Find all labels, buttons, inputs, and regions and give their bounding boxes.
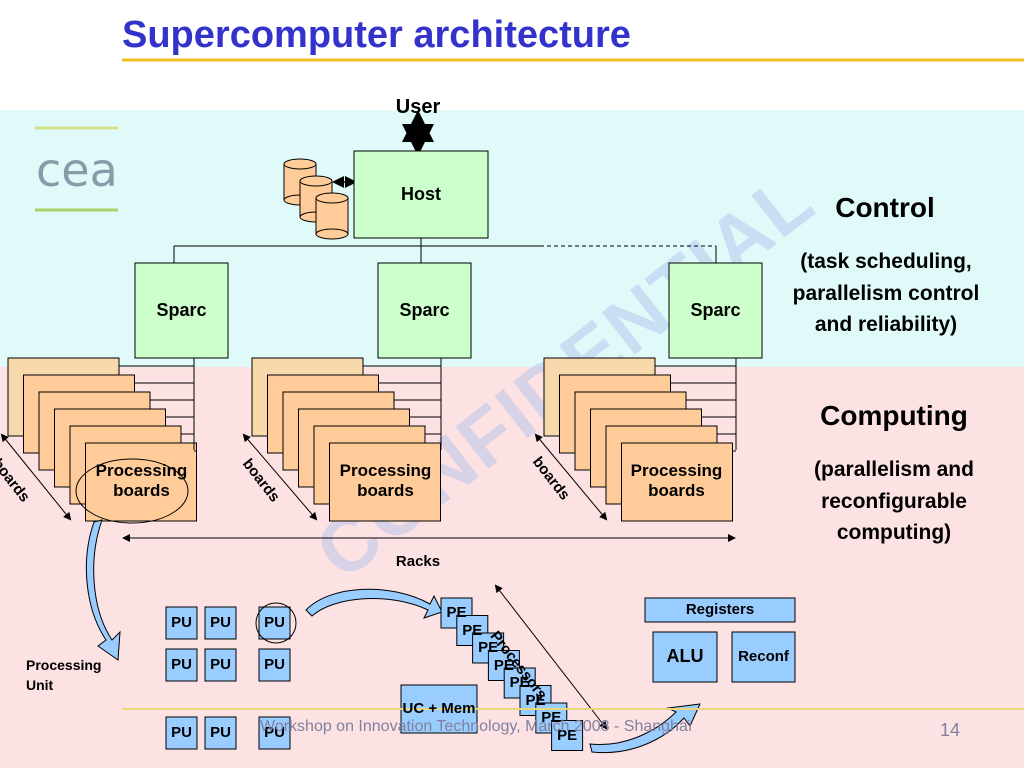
computing-description: (parallelism and reconfigurable computin…: [814, 458, 974, 544]
pu-box: [165, 716, 198, 750]
processing-boards-label-2[interactable]: Processing boards: [339, 460, 432, 500]
pu-box: [258, 716, 291, 750]
pe-label[interactable]: PE: [462, 621, 483, 639]
boards-arrow-1: [0, 433, 72, 521]
pu-label[interactable]: PU: [264, 724, 285, 741]
page-number: 14: [940, 720, 961, 740]
pu-box: [204, 716, 237, 750]
boards-arrow-3: [534, 433, 608, 521]
zoom-arrow-pe-to-alu: [589, 703, 701, 754]
pu-box: [258, 606, 291, 640]
pu-label[interactable]: PU: [264, 656, 285, 673]
registers-label[interactable]: Registers: [685, 601, 755, 618]
host-box: [353, 150, 489, 239]
sparc-label-3[interactable]: Sparc: [690, 299, 741, 320]
user-label: User: [395, 96, 441, 118]
footer-text: Workshop on Innovation Technology, March…: [260, 718, 693, 735]
processing-board-highlight: [75, 458, 189, 524]
racks-label: Racks: [395, 553, 441, 570]
pe-label[interactable]: PE: [493, 656, 514, 674]
pu-highlight: [255, 602, 297, 644]
cea-logo: cea: [35, 126, 118, 212]
pu-label[interactable]: PU: [171, 724, 192, 741]
board: [85, 442, 197, 522]
pe-label[interactable]: PE: [446, 604, 467, 621]
pu-label[interactable]: PU: [171, 656, 192, 673]
reconf-label[interactable]: Reconf: [738, 648, 789, 665]
pe-label[interactable]: PE: [541, 709, 562, 726]
pe-label[interactable]: PE: [525, 691, 546, 709]
board: [329, 442, 441, 522]
control-title: Control: [835, 192, 935, 223]
pu-label[interactable]: PU: [210, 614, 231, 631]
control-description: (task scheduling, parallelism control an…: [792, 250, 980, 336]
computing-title: Computing: [820, 400, 968, 431]
database-icon: [283, 158, 349, 240]
sparc-box-3: [668, 262, 763, 359]
pe-label[interactable]: PE: [509, 674, 530, 691]
uc-mem-label[interactable]: UC + Mem: [402, 700, 476, 717]
pu-box: [165, 606, 198, 640]
zoom-arrow-board-to-pu: [85, 519, 121, 661]
host-label[interactable]: Host: [401, 183, 441, 204]
pe-label[interactable]: PE: [557, 726, 578, 744]
alu-label[interactable]: ALU: [666, 646, 704, 667]
pu-box: [258, 648, 291, 682]
alu-box: [652, 631, 718, 683]
processing-unit-label: Processing Unit: [26, 657, 102, 693]
sparc-box-1: [134, 262, 229, 359]
sparc-label-1[interactable]: Sparc: [156, 299, 207, 320]
pe-label[interactable]: PE: [478, 639, 499, 656]
board-stack-1: [7, 357, 197, 522]
registers-box: [644, 597, 796, 623]
pu-label[interactable]: PU: [171, 614, 192, 631]
pu-grid: [165, 606, 291, 750]
reconf-box: [731, 631, 796, 683]
slide-title: Supercomputer architecture: [122, 14, 631, 56]
pu-label[interactable]: PU: [210, 656, 231, 673]
boards-arrow-2: [242, 433, 318, 521]
pu-box: [204, 606, 237, 640]
zoom-arrow-pu-to-pe: [305, 588, 443, 619]
processors-arrow: [494, 584, 608, 730]
pu-label[interactable]: PU: [210, 724, 231, 741]
processing-boards-label-3[interactable]: Processing boards: [630, 460, 723, 500]
pu-box: [204, 648, 237, 682]
pu-label[interactable]: PU: [264, 614, 285, 631]
pu-box: [165, 648, 198, 682]
sparc-label-2[interactable]: Sparc: [399, 299, 450, 320]
sparc-box-2: [377, 262, 472, 359]
board: [621, 442, 733, 522]
processing-boards-label-1[interactable]: Processing boards: [95, 460, 188, 500]
svg-text:cea: cea: [36, 143, 118, 197]
